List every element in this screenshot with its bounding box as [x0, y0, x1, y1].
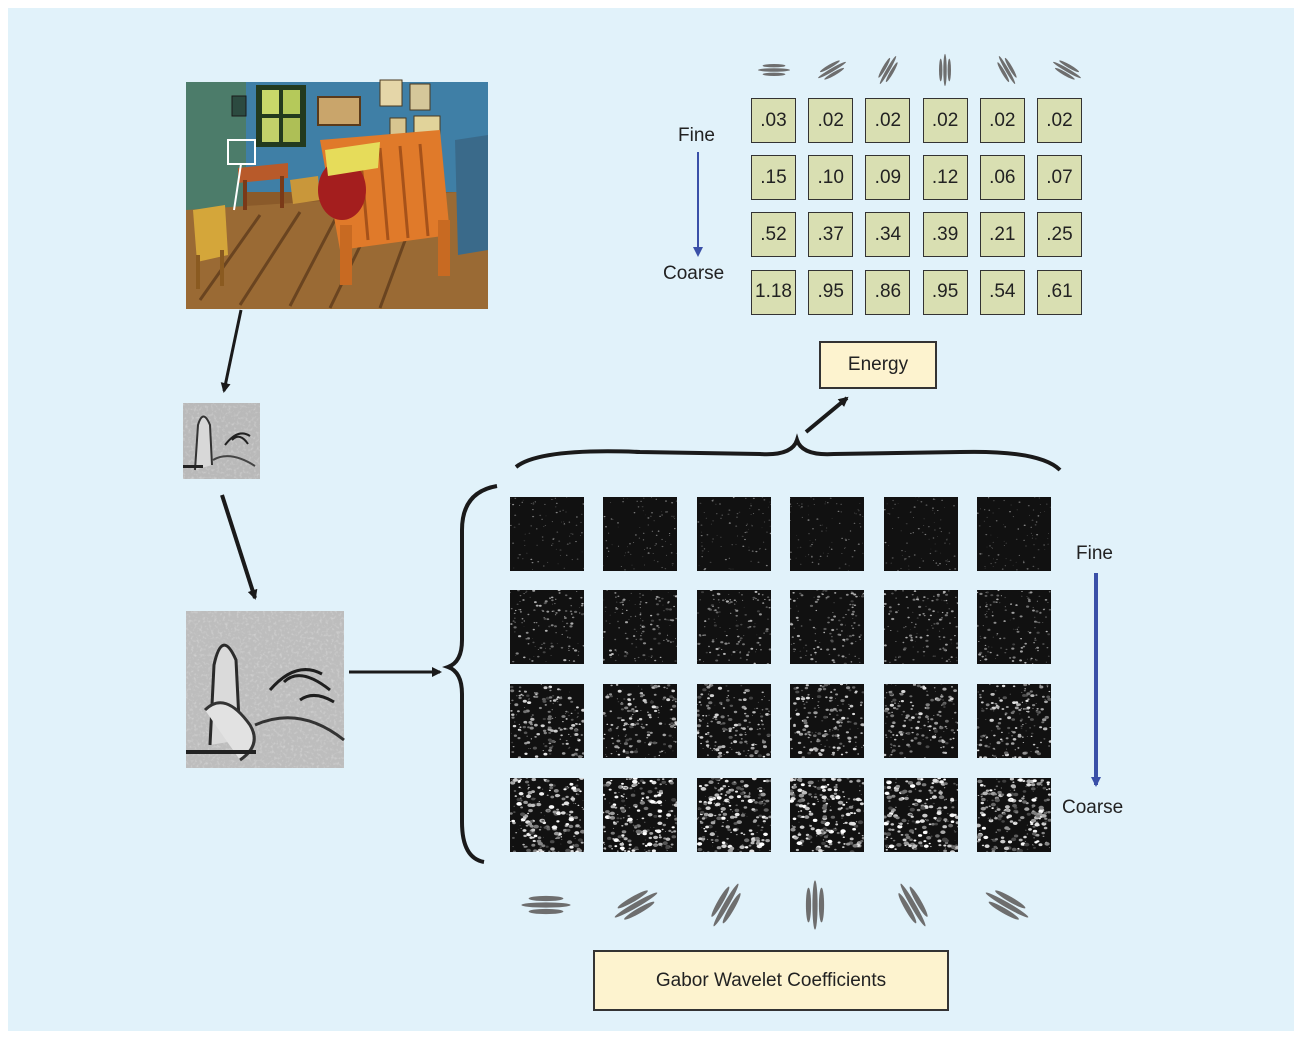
coefficient-tile [790, 590, 864, 664]
energy-cell: .52 [751, 212, 796, 258]
coefficient-tile [884, 778, 958, 852]
fine-label-right: Fine [1076, 543, 1113, 564]
energy-cell: .09 [865, 155, 911, 201]
coefficient-tile [790, 497, 864, 571]
coefficient-tile [884, 497, 958, 571]
energy-cell: .37 [808, 212, 854, 258]
coefficient-tile [884, 590, 958, 664]
coefficient-tile [790, 684, 864, 758]
energy-cell: .10 [808, 155, 854, 201]
coefficient-tile [977, 778, 1051, 852]
energy-cell: .12 [922, 155, 968, 201]
energy-cell: .02 [979, 98, 1025, 143]
energy-cell: .95 [808, 269, 854, 315]
energy-cell: .15 [751, 155, 796, 201]
energy-cell: .02 [865, 98, 911, 143]
coefficient-tile [697, 590, 771, 664]
energy-cell: .03 [751, 98, 796, 143]
energy-cell: .86 [865, 269, 911, 315]
energy-cell: .54 [979, 269, 1025, 315]
left-curly-brace [442, 484, 498, 864]
coefficient-tile [790, 778, 864, 852]
coefficient-tile [977, 684, 1051, 758]
orientation-glyph [1053, 60, 1081, 80]
arrow-to-energy [804, 396, 849, 434]
coefficient-tile [603, 590, 677, 664]
energy-cell: .21 [979, 212, 1025, 258]
energy-cell: .02 [922, 98, 968, 143]
energy-cell: .07 [1037, 155, 1082, 201]
energy-label-box: Energy [819, 341, 937, 389]
coefficient-tile [977, 590, 1051, 664]
gabor-label-box: Gabor Wavelet Coefficients [593, 950, 949, 1011]
coefficient-tile [603, 684, 677, 758]
orientation-glyph [985, 890, 1029, 920]
energy-cell: .34 [865, 212, 911, 258]
coefficient-tile [603, 778, 677, 852]
energy-cell: .06 [979, 155, 1025, 201]
energy-cell: .61 [1037, 269, 1082, 315]
energy-cell: .95 [922, 269, 968, 315]
orientation-glyph [818, 60, 846, 80]
cropped-patch-large [186, 611, 345, 768]
orientation-row-bottom [521, 880, 1029, 930]
top-curly-brace [514, 433, 1062, 472]
orientation-glyph [997, 56, 1017, 84]
coarse-label-top: Coarse [663, 263, 725, 284]
coefficient-tile [510, 497, 584, 571]
coefficient-tile [510, 684, 584, 758]
orientation-glyph [521, 895, 571, 915]
orientation-glyph [757, 64, 791, 76]
arrow-image-to-patch [220, 309, 243, 393]
coefficient-tile [977, 497, 1051, 571]
coefficient-tile [884, 684, 958, 758]
energy-cell: 1.18 [751, 269, 796, 315]
arrow-patch-to-enlarged [220, 494, 258, 600]
orientation-glyph [938, 53, 951, 87]
coefficient-tile [510, 778, 584, 852]
cropped-patch-small [183, 403, 260, 479]
coefficient-tile [697, 778, 771, 852]
orientation-row-top [757, 53, 1081, 87]
coarse-label-right: Coarse [1062, 797, 1124, 818]
energy-cell: .39 [922, 212, 968, 258]
fine-label-top: Fine [678, 125, 715, 146]
orientation-glyph [805, 880, 825, 930]
coefficient-tile [603, 497, 677, 571]
orientation-glyph [898, 883, 928, 927]
orientation-glyph [711, 883, 741, 927]
energy-cell: .02 [1037, 98, 1082, 143]
energy-cell: .25 [1037, 212, 1082, 258]
orientation-glyph [878, 56, 898, 84]
coefficient-tile [697, 497, 771, 571]
painting-image [186, 79, 488, 309]
energy-cell: .02 [808, 98, 854, 143]
orientation-glyph [614, 890, 658, 920]
coefficient-tile [510, 590, 584, 664]
coefficient-tile [697, 684, 771, 758]
